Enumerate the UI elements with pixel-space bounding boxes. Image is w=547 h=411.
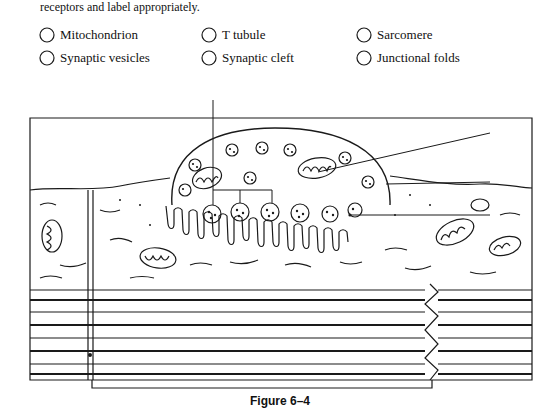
option-circle	[40, 51, 54, 65]
option-label: Synaptic cleft	[222, 50, 294, 66]
mitochondria	[42, 155, 523, 271]
leader-lines	[213, 100, 490, 215]
instruction-text: receptors and label appropriately.	[40, 0, 200, 15]
option-label: Sarcomere	[377, 27, 433, 43]
option-label: T tubule	[222, 27, 265, 43]
axon-terminal	[172, 128, 390, 205]
option-circle	[357, 51, 371, 65]
sarcolemma	[390, 176, 532, 188]
sarcolemma	[30, 178, 170, 190]
figure-caption: Figure 6–4	[250, 394, 310, 408]
junctional-folds	[166, 206, 348, 253]
option-circle	[40, 28, 54, 42]
myofibrils	[30, 284, 532, 380]
frame	[30, 118, 532, 380]
sarcomere-bracket	[92, 380, 432, 388]
synaptic-vesicles	[179, 142, 374, 223]
option-label: Mitochondrion	[60, 27, 138, 43]
t-tubule	[88, 190, 93, 380]
option-label: Junctional folds	[377, 50, 460, 66]
option-circle	[357, 28, 371, 42]
option-circle	[202, 28, 216, 42]
option-label: Synaptic vesicles	[60, 50, 150, 66]
option-circle	[202, 51, 216, 65]
reticulum	[40, 203, 520, 278]
